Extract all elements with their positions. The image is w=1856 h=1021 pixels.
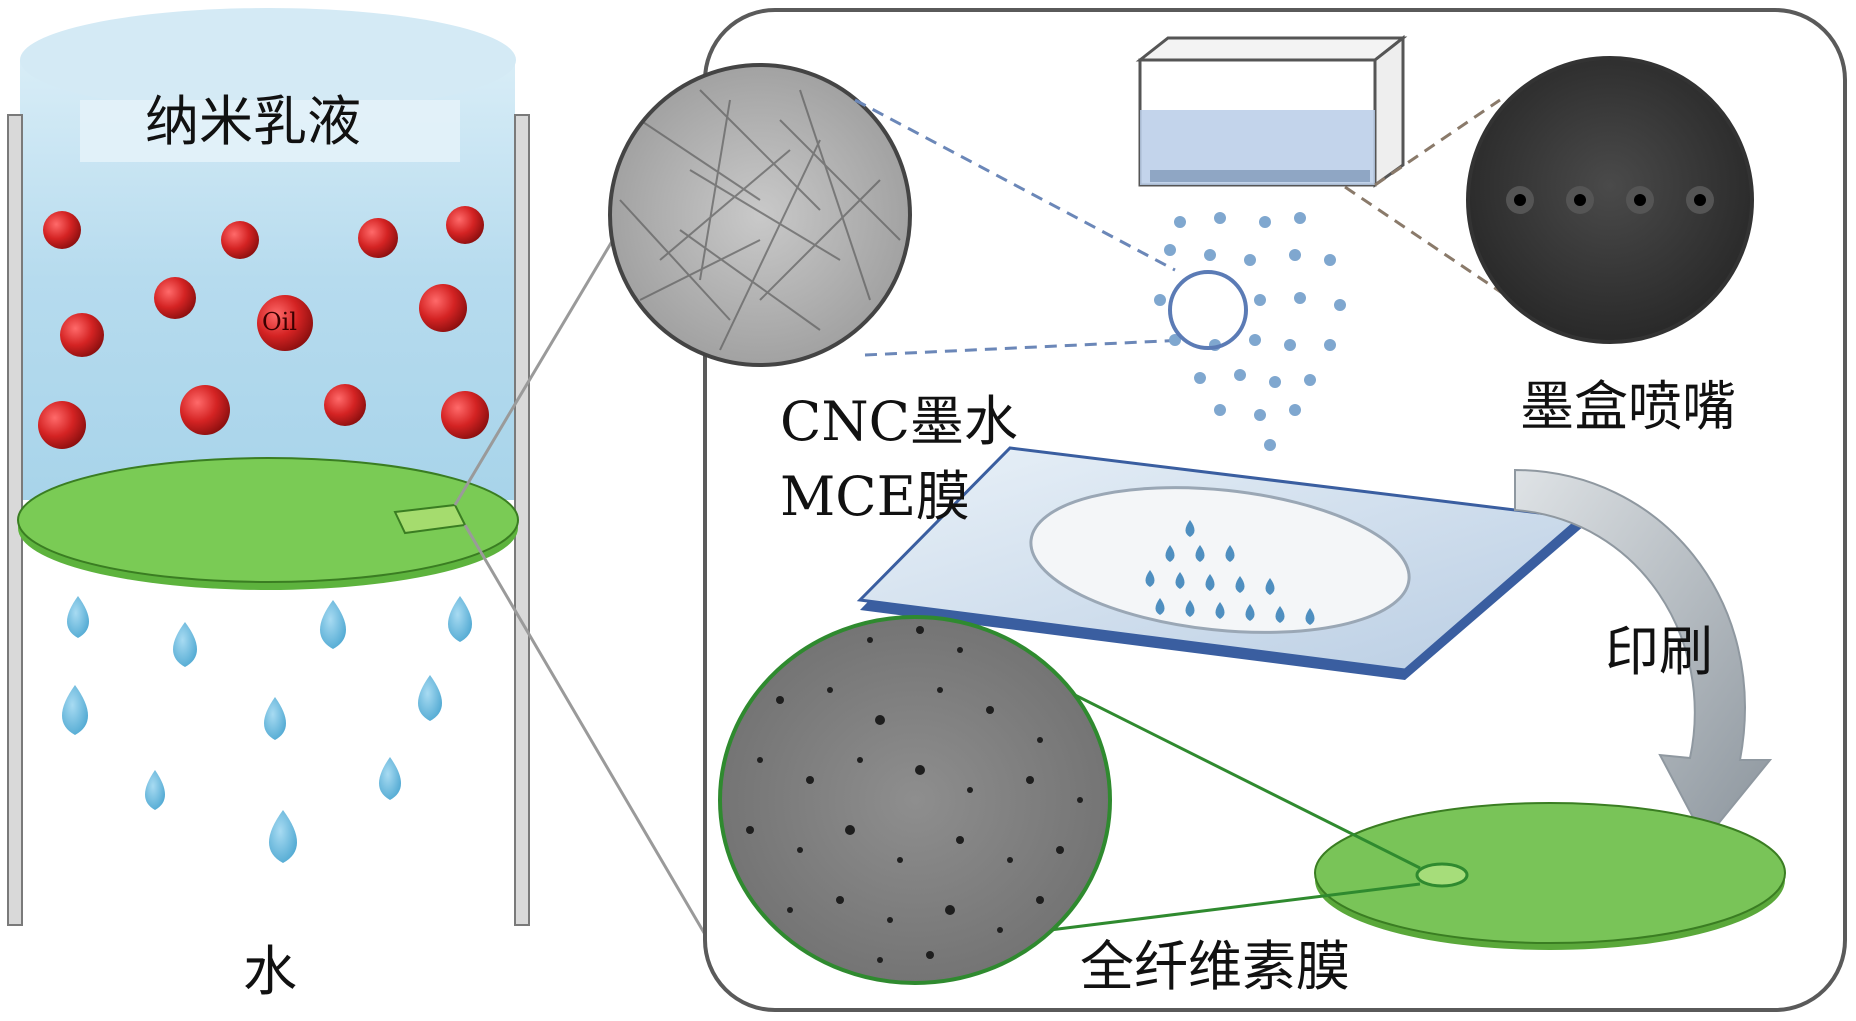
nozzle-micrograph <box>1468 58 1752 342</box>
emulsion-label: 纳米乳液 <box>145 95 361 149</box>
oil-droplet <box>358 218 398 258</box>
oil-droplet <box>38 401 86 449</box>
oil-droplet <box>446 206 484 244</box>
oil-droplet <box>60 313 104 357</box>
oil-label: Oil <box>262 310 297 334</box>
water-drop <box>67 596 89 638</box>
membrane-micrograph <box>720 617 1110 983</box>
cartridge-nozzle-label: 墨盒喷嘴 <box>1520 380 1736 434</box>
water-drops <box>62 596 472 863</box>
cnc-micrograph <box>610 65 910 365</box>
all-cellulose-membrane-label: 全纤维素膜 <box>1080 940 1350 994</box>
printing-label: 印刷 <box>1605 625 1713 679</box>
water-drop <box>264 697 286 740</box>
oil-droplet <box>441 391 489 439</box>
oil-droplet <box>419 284 467 332</box>
oil-droplet <box>180 385 230 435</box>
water-drop <box>448 596 472 642</box>
filter-membrane <box>18 458 518 590</box>
water-drop <box>269 810 297 863</box>
oil-droplet <box>221 221 259 259</box>
water-drop <box>379 757 401 800</box>
membrane-zoom-marker <box>1417 864 1467 886</box>
water-drop <box>62 685 88 735</box>
ink-cartridge <box>1140 38 1403 185</box>
cnc-ink-label: CNC墨水 <box>780 395 1018 449</box>
water-drop <box>173 622 197 667</box>
water-drop <box>320 600 346 649</box>
oil-droplet <box>43 211 81 249</box>
mce-membrane-label: MCE膜 <box>780 470 970 524</box>
cellulose-membrane <box>1315 803 1785 950</box>
water-drop <box>418 675 442 721</box>
water-drop <box>145 770 165 810</box>
oil-droplet <box>324 384 366 426</box>
water-label: 水 <box>243 945 297 999</box>
oil-droplet <box>154 277 196 319</box>
